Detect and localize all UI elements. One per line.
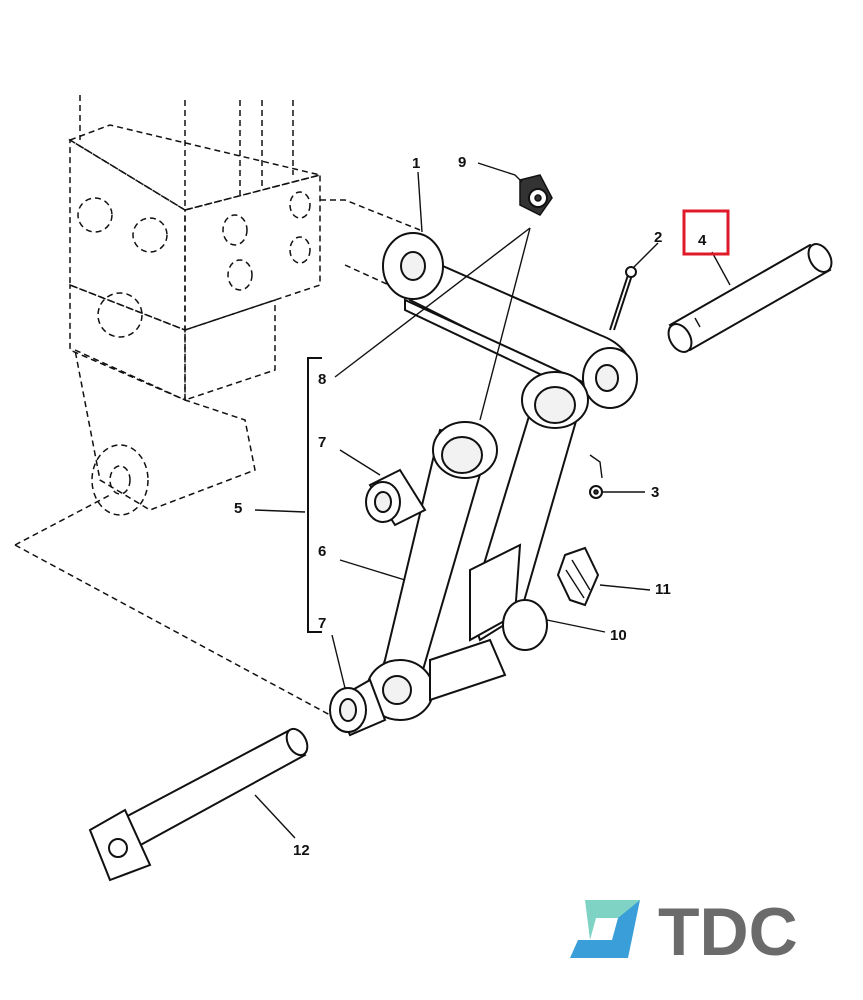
part-7-bushing-upper [365,468,427,527]
callout-6: 6 [318,543,326,560]
part-11-wedge [556,546,600,607]
part-7-bushing-lower [329,678,387,737]
callout-11: 11 [655,581,671,598]
part-1-upper-link [382,232,638,409]
callout-4-highlight-box [682,209,730,256]
callout-4: 4 [698,232,707,249]
callout-2: 2 [654,229,662,246]
callout-1: 1 [412,155,420,172]
frame-structure [14,95,421,716]
part-6-lower-link [366,371,589,721]
callout-7-lower: 7 [318,615,326,632]
callout-12: 12 [293,842,310,859]
part-4-upper-pin [667,243,833,353]
part-2-fitting [609,266,637,331]
callout-10: 10 [610,627,627,644]
tdc-logo-text: TDC [658,894,798,970]
part-9-bolt [519,174,553,216]
tdc-logo-mark-icon [570,900,640,958]
callout-3: 3 [651,484,659,501]
tdc-logo: TDC [570,894,798,970]
callout-5: 5 [234,500,242,517]
part-3-washer [589,485,603,499]
leader-lines [254,162,731,839]
part-12-lower-pin [88,727,309,882]
callout-7-upper: 7 [318,434,326,451]
callout-8: 8 [318,371,326,388]
callout-9: 9 [458,154,466,171]
